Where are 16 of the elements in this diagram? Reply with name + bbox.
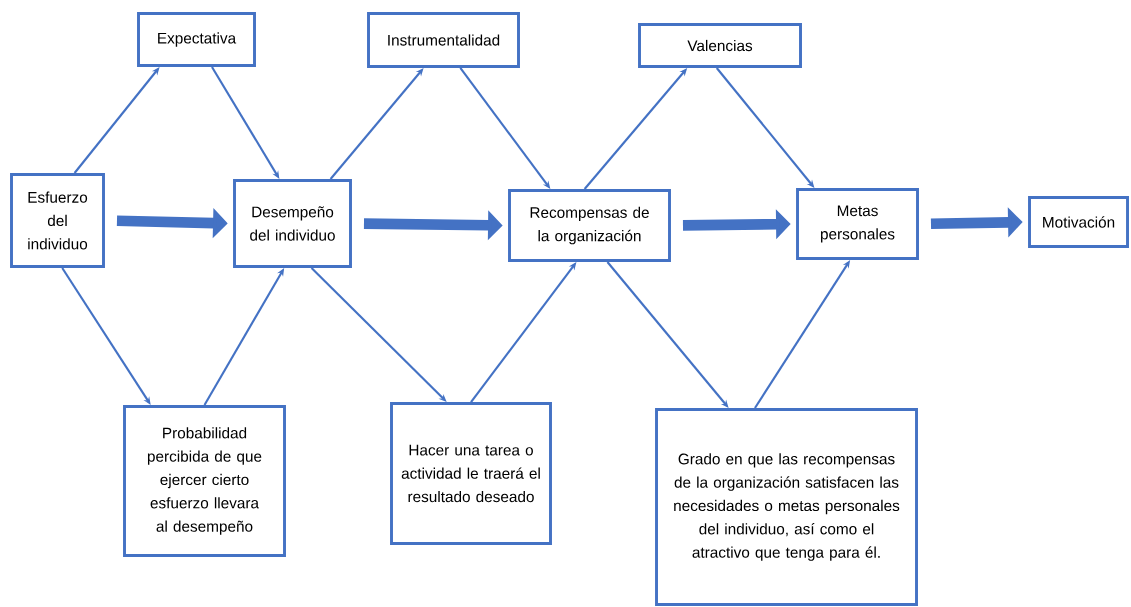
concept-box: Instrumentalidad xyxy=(367,12,520,68)
concept-box: Hacer una tarea o actividad le traerá el resultado deseado xyxy=(390,402,552,545)
arrow xyxy=(61,267,151,405)
arrow xyxy=(73,67,160,174)
concept-box: Esfuerzo del individuo xyxy=(10,173,105,268)
arrow xyxy=(211,66,280,179)
concept-box: Valencias xyxy=(638,23,802,68)
arrow xyxy=(329,68,424,180)
concept-box: Recompensas de la organización xyxy=(508,189,671,262)
arrow xyxy=(470,262,577,403)
concept-box: Motivación xyxy=(1028,196,1129,248)
concept-box: Desempeño del individuo xyxy=(233,179,352,268)
concept-box: Metas personales xyxy=(796,188,919,260)
concept-box: Probabilidad percibida de que ejercer cierto esfuerzo llevara al desempeño xyxy=(123,405,286,557)
concept-box: Grado en que las recompensas de la organización satisfacen las necesidades o metas personales del individuo, así como el atractivo que tenga para él. xyxy=(655,408,918,606)
concept-box: Expectativa xyxy=(137,12,256,67)
